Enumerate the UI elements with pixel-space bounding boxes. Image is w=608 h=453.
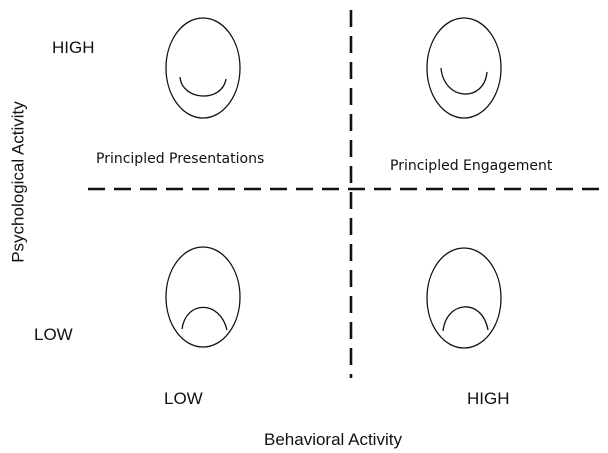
face-bottom-left-frowning-icon	[165, 246, 241, 348]
face-top-left-smiling-icon	[165, 17, 241, 119]
face-top-right-smiling-icon	[426, 17, 502, 119]
quadrant-top-left-label: Principled Presentations	[96, 151, 265, 167]
face-bottom-right-frowning-icon	[426, 247, 502, 349]
y-axis-high-label: HIGH	[52, 38, 95, 57]
x-axis-low-label: LOW	[164, 389, 203, 408]
x-axis-title: Behavioral Activity	[264, 430, 402, 449]
quadrant-top-right-label: Principled Engagement	[390, 158, 553, 174]
y-axis-low-label: LOW	[34, 325, 73, 344]
x-axis-high-label: HIGH	[467, 389, 510, 408]
y-axis-title: Psychological Activity	[8, 101, 28, 263]
